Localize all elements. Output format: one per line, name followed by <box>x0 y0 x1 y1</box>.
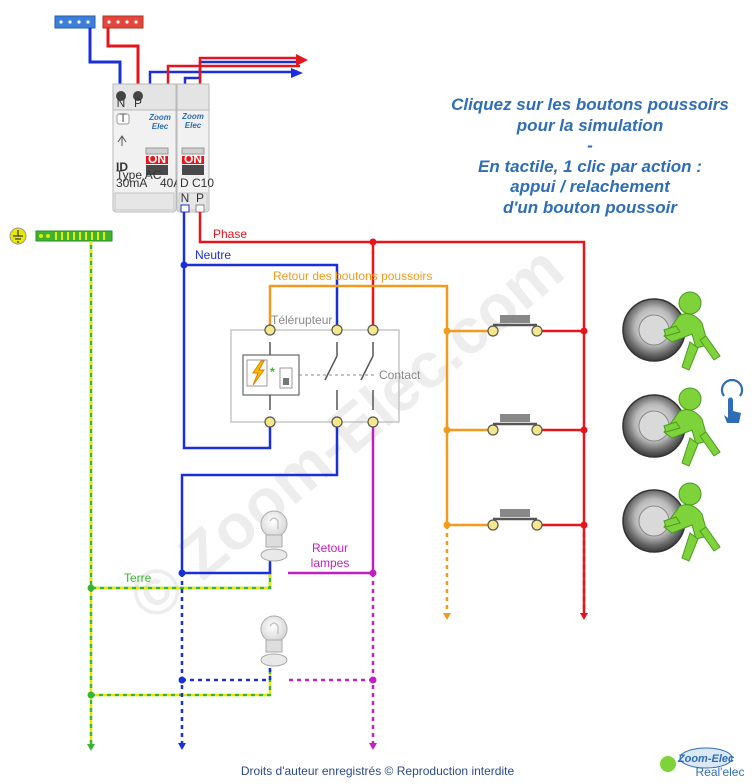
breaker-rating: C10 <box>192 176 214 190</box>
instructions: Cliquez sur les boutons poussoirs pour l… <box>420 95 755 218</box>
feed-neutral-wire <box>88 28 122 88</box>
circuit-breaker: Zoom Elec ON D C10 N P <box>176 83 214 213</box>
test-button-label: T <box>119 111 127 125</box>
push-button-2[interactable] <box>622 387 721 467</box>
lamp-1 <box>260 510 288 562</box>
neutral-to-coil <box>182 265 272 450</box>
on-indicator: ON <box>148 152 166 166</box>
push-button-1[interactable] <box>622 291 721 371</box>
lamp-2 <box>260 615 288 667</box>
output-phase-wire-2 <box>198 56 300 88</box>
touch-pointer-icon <box>720 378 744 423</box>
output-neutral-wire-1 <box>148 70 295 88</box>
svg-text:*: * <box>270 365 275 379</box>
zoom-elec-logo: Zoom-Elec Real'elec <box>660 747 745 779</box>
neutral-label: Neutre <box>195 248 231 262</box>
contact-label: Contact <box>379 368 421 382</box>
pushbutton-symbol-2[interactable] <box>493 414 537 426</box>
terminal-label: N <box>181 191 190 205</box>
neutral-bus-bar <box>54 15 96 29</box>
earth-wire <box>89 241 272 590</box>
logo-subtext: Real'elec <box>696 765 745 779</box>
breaker-id: ID <box>116 160 128 174</box>
earth-bus-bar <box>35 230 113 242</box>
instruction-line: pour la simulation <box>516 115 664 135</box>
earth-symbol-icon <box>9 227 27 245</box>
breaker-curve: D <box>180 176 189 190</box>
instruction-line: - <box>587 136 593 155</box>
output-phase-wire-1 <box>166 64 300 88</box>
terminal-label: P <box>196 191 204 205</box>
instruction-line: appui / relachement <box>510 177 670 196</box>
brand-line: Elec <box>152 122 169 131</box>
pushbutton-symbol-3[interactable] <box>493 509 537 521</box>
terminal-label: P <box>134 96 142 110</box>
pushbutton-return-wire <box>268 284 449 525</box>
pushbutton-symbol-1[interactable] <box>493 315 537 327</box>
lamp-return-continuation <box>285 573 375 745</box>
telerupteur-label: Télérupteur <box>271 313 332 327</box>
phase-bus-bar <box>102 15 144 29</box>
push-button-3[interactable] <box>622 482 721 562</box>
brand-line: Zoom <box>148 113 171 122</box>
arrow-head <box>291 68 303 78</box>
instruction-line: d'un bouton poussoir <box>502 197 677 217</box>
on-indicator: ON <box>184 152 202 166</box>
pushing-figure-icon <box>663 482 721 562</box>
arrow-head <box>296 54 308 66</box>
breaker-sensitivity: 30mA <box>116 176 147 190</box>
pushing-figure-icon <box>663 291 721 371</box>
neutral-to-lamp <box>180 422 339 575</box>
logo-text: Zoom-Elec <box>677 753 734 765</box>
instruction-line: Cliquez sur les boutons poussoirs <box>451 95 729 114</box>
neutral-continuation <box>180 573 272 745</box>
lamp-return-label: Retour <box>312 541 348 555</box>
breaker-type: Type AC <box>116 168 162 182</box>
copyright-footer: Droits d'auteur enregistrés © Reproducti… <box>240 764 515 778</box>
phase-label: Phase <box>213 227 247 241</box>
neutral-wire <box>182 212 339 330</box>
breaker-rating: 40A <box>160 176 181 190</box>
lamp-return-label: lampes <box>311 556 350 570</box>
instruction-line: En tactile, 1 clic par action : <box>478 156 702 176</box>
remote-control-switch: * <box>230 329 400 423</box>
terminal-screws <box>264 324 543 531</box>
brand-line: Zoom <box>181 112 204 121</box>
brand-line: Elec <box>185 121 202 130</box>
terminal-label: N <box>117 96 126 110</box>
pushbutton-return-label: Retour des boutons poussoirs <box>273 269 432 283</box>
feed-phase-wire <box>106 28 140 88</box>
main-breaker: N P T Zoom Elec ON ID Type AC 30mA 40A <box>112 83 181 213</box>
pushing-figure-icon <box>663 387 721 467</box>
earth-label: Terre <box>124 571 152 585</box>
